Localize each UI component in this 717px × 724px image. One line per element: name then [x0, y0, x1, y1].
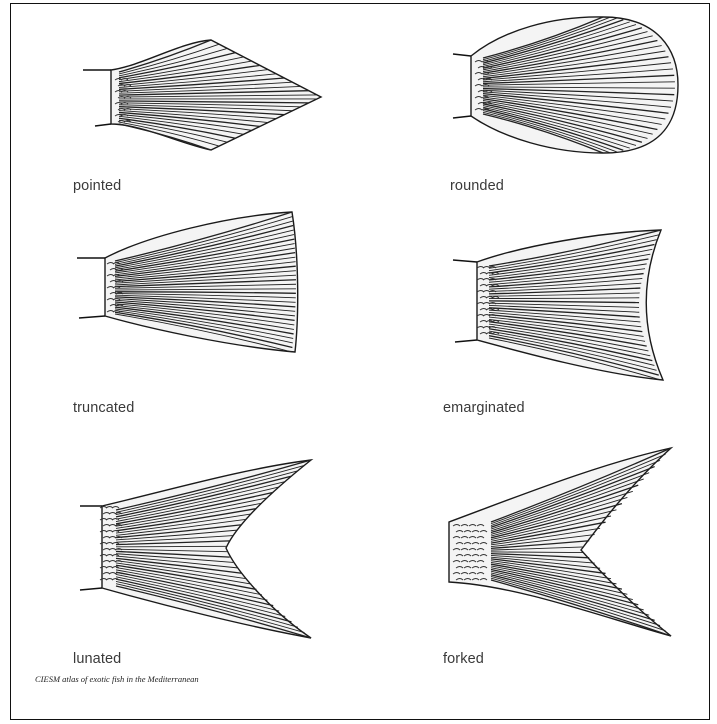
label-lunated: lunated: [73, 651, 121, 667]
label-emarginated: emarginated: [443, 400, 525, 416]
pointed-fin-illustration: [71, 32, 331, 157]
lunated-fin-illustration: [76, 456, 316, 646]
truncated-fin-illustration: [67, 206, 307, 366]
rounded-fin-illustration: [443, 10, 683, 160]
source-credit: CIESM atlas of exotic fish in the Medite…: [35, 674, 199, 684]
label-truncated: truncated: [73, 400, 134, 416]
emarginated-fin-illustration: [441, 224, 681, 384]
forked-fin-illustration: [439, 446, 679, 641]
figure-frame: pointed rounded truncated emarginated lu…: [10, 3, 710, 720]
label-pointed: pointed: [73, 178, 121, 194]
label-forked: forked: [443, 651, 484, 667]
label-rounded: rounded: [450, 178, 504, 194]
